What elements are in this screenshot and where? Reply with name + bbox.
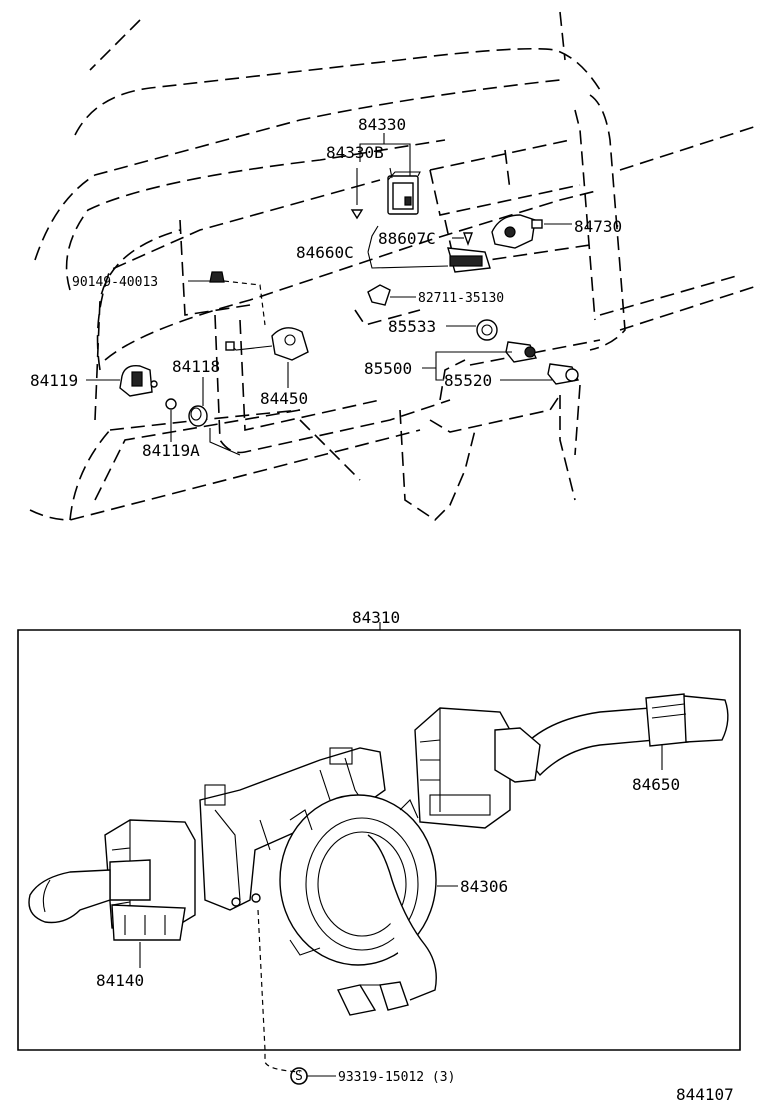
label-84140: 84140 <box>96 971 144 990</box>
socket-85500 <box>505 341 538 363</box>
label-84119a: 84119A <box>142 441 200 460</box>
label-84730: 84730 <box>574 217 622 236</box>
label-84330: 84330 <box>358 115 406 134</box>
light-switch-84140 <box>28 819 196 941</box>
leader-84660c <box>367 225 449 269</box>
label-84660c: 84660C <box>296 243 354 262</box>
screw-88607c <box>463 232 473 247</box>
bulb-85520 <box>547 363 580 385</box>
leader-84330b <box>356 167 393 205</box>
bolt-90149-40013 <box>209 271 225 283</box>
label-90149-40013: 90149-40013 <box>72 275 158 290</box>
label-82711-35130: 82711-35130 <box>418 291 504 306</box>
label-84330b: 84330B <box>326 143 384 162</box>
spiral-cable-84306 <box>279 794 437 1016</box>
screw-84330b <box>350 209 364 220</box>
assembly-frame-84310 <box>17 622 741 1051</box>
switch-84660c <box>447 247 491 273</box>
rheostat-84450 <box>225 327 309 361</box>
leader-85500 <box>422 351 512 381</box>
wiper-switch-84650 <box>414 693 729 829</box>
label-84650: 84650 <box>632 775 680 794</box>
label-84119: 84119 <box>30 371 78 390</box>
switch-84730 <box>491 214 543 249</box>
label-84306: 84306 <box>460 877 508 896</box>
dash-93319 <box>257 909 301 1073</box>
label-85520: 85520 <box>444 371 492 390</box>
figure-number: 844107 <box>676 1085 734 1104</box>
label-84118: 84118 <box>172 357 220 376</box>
knob-84119a <box>165 398 177 410</box>
label-85500: 85500 <box>364 359 412 378</box>
bracket-82711-35130 <box>367 284 391 306</box>
part-85533 <box>476 319 498 341</box>
dash-90149 <box>223 280 266 326</box>
label-84310: 84310 <box>352 608 400 627</box>
label-93319-15012: 93319-15012 (3) <box>338 1070 455 1085</box>
leader-84330 <box>359 133 411 176</box>
knob-84118 <box>188 405 208 427</box>
label-screw-symbol: S <box>295 1069 303 1084</box>
label-88607c: 88607C <box>378 229 436 248</box>
label-85533: 85533 <box>388 317 436 336</box>
switch-84330 <box>387 171 421 215</box>
leader-84118-low <box>209 428 241 456</box>
instrument-panel-outline <box>29 11 760 522</box>
label-84450: 84450 <box>260 389 308 408</box>
switch-84119 <box>119 365 158 397</box>
